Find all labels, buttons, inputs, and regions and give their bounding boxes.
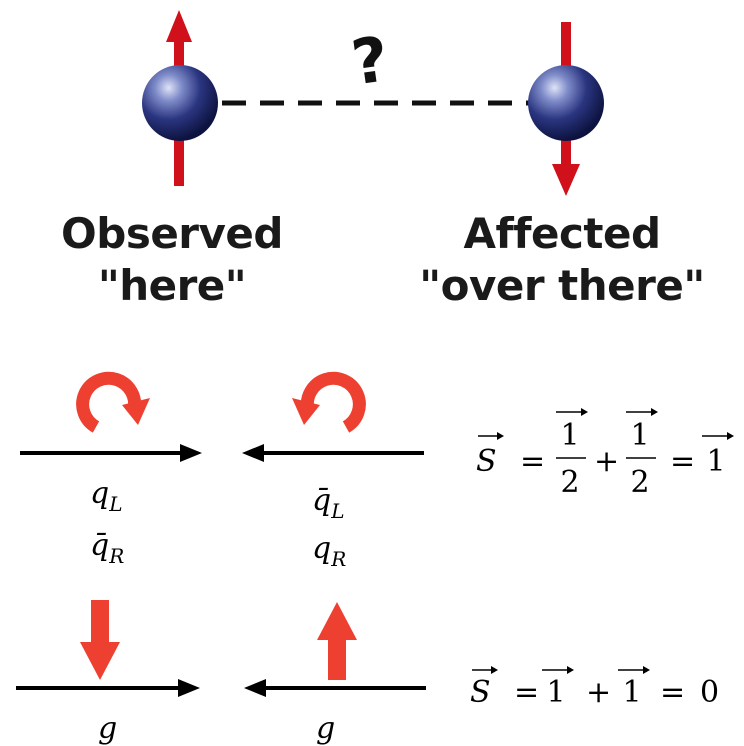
svg-text:=: =	[670, 444, 695, 479]
left-gluon-momentum-arrow-icon	[16, 679, 200, 697]
svg-text:1: 1	[630, 418, 649, 453]
svg-text:1: 1	[560, 418, 579, 453]
svg-text:2: 2	[630, 465, 649, 500]
right-gluon-momentum-arrow-icon	[244, 679, 426, 697]
cartoon-panel: ? Observed "here" Affected "over there"	[61, 10, 705, 310]
right-momentum-arrow-icon	[242, 444, 424, 462]
left-quark-label-qbarR: q̄R	[90, 528, 124, 568]
right-gluon-label: g	[316, 711, 335, 746]
svg-text:1: 1	[706, 444, 725, 479]
svg-text:1: 1	[622, 675, 641, 710]
right-caption-line2: "over there"	[419, 261, 704, 310]
svg-text:S: S	[470, 675, 491, 710]
right-caption-line1: Affected	[463, 209, 660, 258]
quark-row: qL q̄R q̄L qR S = 1 2 + 1	[20, 371, 734, 571]
svg-text:+: +	[594, 444, 619, 479]
svg-text:=: =	[660, 675, 685, 710]
right-quark-label-qbarL: q̄L	[312, 483, 345, 523]
question-mark: ?	[347, 22, 393, 99]
left-gluon-label: g	[98, 711, 117, 746]
equation-S: S	[476, 444, 497, 479]
svg-text:1: 1	[546, 675, 565, 710]
svg-text:+: +	[586, 675, 611, 710]
left-particle-sphere-icon	[142, 65, 218, 141]
left-caption-line2: "here"	[98, 261, 246, 310]
left-momentum-arrow-icon	[20, 444, 202, 462]
left-gluon-spin-down-icon	[80, 600, 120, 680]
svg-text:=: =	[520, 444, 545, 479]
svg-text:2: 2	[560, 465, 579, 500]
right-particle-sphere-icon	[528, 65, 604, 141]
svg-text:q̄L: q̄L	[312, 483, 345, 523]
svg-text:=: =	[514, 675, 539, 710]
left-clockwise-rotation-icon	[76, 371, 150, 433]
right-quark-label-qR: qR	[312, 531, 346, 571]
left-quark-label-qL: qL	[90, 476, 123, 516]
svg-text:0: 0	[700, 675, 719, 710]
quark-spin-equation: S = 1 2 + 1 2 = 1	[476, 408, 734, 500]
svg-text:q̄R: q̄R	[90, 528, 124, 568]
gluon-row: g g S = 1 + 1 = 0	[16, 600, 719, 746]
svg-text:qL: qL	[90, 476, 123, 516]
gluon-spin-equation: S = 1 + 1 = 0	[470, 666, 719, 710]
svg-text:qR: qR	[312, 531, 346, 571]
right-gluon-spin-up-icon	[317, 602, 357, 680]
right-counterclockwise-rotation-icon	[292, 371, 366, 433]
left-caption-line1: Observed	[61, 209, 283, 258]
